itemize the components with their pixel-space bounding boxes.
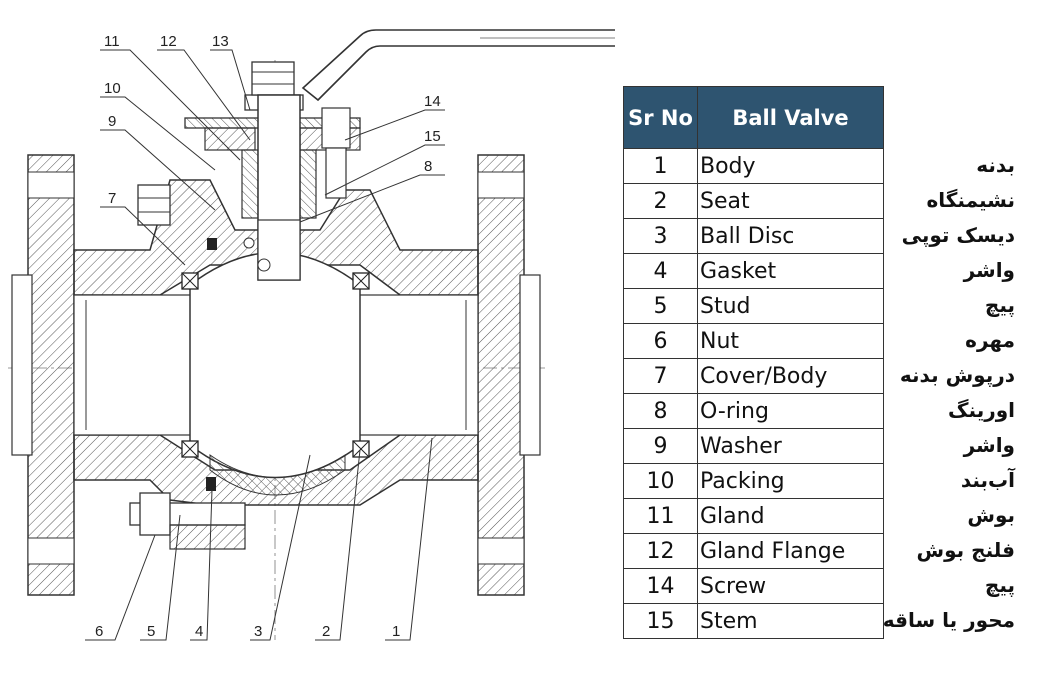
- row-part-name: Seat: [697, 183, 884, 219]
- callout-6: 6: [95, 623, 103, 640]
- persian-label: مهره: [965, 328, 1015, 352]
- row-number: 15: [623, 603, 698, 639]
- persian-label: دیسک توپی: [901, 223, 1015, 247]
- row-part-name: Screw: [697, 568, 884, 604]
- persian-label: بوش: [967, 503, 1015, 527]
- upper-bolt: [137, 184, 171, 226]
- callout-5: 5: [147, 623, 155, 640]
- right-flange: [477, 154, 541, 596]
- row-number: 5: [623, 288, 698, 324]
- row-part-name: Gland: [697, 498, 884, 534]
- row-part-name: Nut: [697, 323, 884, 359]
- persian-label: پیچ: [984, 293, 1015, 317]
- row-part-name: Stem: [697, 603, 884, 639]
- persian-label: اورینگ: [948, 398, 1015, 422]
- callout-4: 4: [195, 623, 203, 640]
- persian-label: پیچ: [984, 573, 1015, 597]
- callout-13: 13: [212, 33, 229, 50]
- row-number: 9: [623, 428, 698, 464]
- row-number: 3: [623, 218, 698, 254]
- row-number: 6: [623, 323, 698, 359]
- lower-bolt: [129, 477, 246, 550]
- persian-label: نشیمنگاه: [926, 188, 1015, 212]
- leader-lines: [85, 49, 445, 641]
- callout-7: 7: [108, 190, 116, 207]
- persian-label: بدنه: [976, 153, 1015, 177]
- row-number: 7: [623, 358, 698, 394]
- callout-12: 12: [160, 33, 177, 50]
- ball-disc: [189, 251, 361, 496]
- row-part-name: Cover/Body: [697, 358, 884, 394]
- persian-label: واشر: [963, 433, 1015, 457]
- callout-8: 8: [424, 158, 432, 175]
- callout-1: 1: [392, 623, 400, 640]
- row-part-name: Ball Disc: [697, 218, 884, 254]
- row-number: 10: [623, 463, 698, 499]
- header-sr-no: Sr No: [623, 86, 698, 149]
- callout-2: 2: [322, 623, 330, 640]
- header-ball-valve: Ball Valve: [697, 86, 884, 149]
- row-part-name: Gland Flange: [697, 533, 884, 569]
- callout-14: 14: [424, 93, 441, 110]
- row-number: 11: [623, 498, 698, 534]
- row-number: 4: [623, 253, 698, 289]
- row-part-name: Body: [697, 148, 884, 184]
- row-part-name: Washer: [697, 428, 884, 464]
- persian-label: آب‌بند: [960, 468, 1015, 492]
- lever-handle: [301, 29, 615, 102]
- row-part-name: Packing: [697, 463, 884, 499]
- callout-15: 15: [424, 128, 441, 145]
- ball-valve-cross-section: 11 12 13 10 9 7 14 15 8 6 5 4 3 2 1: [8, 29, 615, 641]
- row-number: 2: [623, 183, 698, 219]
- parts-table-header: Sr No Ball Valve: [623, 86, 884, 149]
- row-number: 1: [623, 148, 698, 184]
- row-number: 14: [623, 568, 698, 604]
- row-part-name: O-ring: [697, 393, 884, 429]
- persian-label: فلنج بوش: [916, 538, 1015, 562]
- seats: [181, 272, 370, 458]
- left-flange: [11, 154, 75, 596]
- callout-10: 10: [104, 80, 121, 97]
- row-part-name: Gasket: [697, 253, 884, 289]
- row-part-name: Stud: [697, 288, 884, 324]
- callout-11: 11: [104, 33, 120, 50]
- persian-label: محور یا ساقه: [882, 608, 1015, 632]
- callout-9: 9: [108, 113, 116, 130]
- persian-label: واشر: [963, 258, 1015, 282]
- row-number: 12: [623, 533, 698, 569]
- persian-label: درپوش بدنه: [899, 363, 1015, 387]
- callout-3: 3: [254, 623, 262, 640]
- row-number: 8: [623, 393, 698, 429]
- stem-assembly: [184, 61, 361, 281]
